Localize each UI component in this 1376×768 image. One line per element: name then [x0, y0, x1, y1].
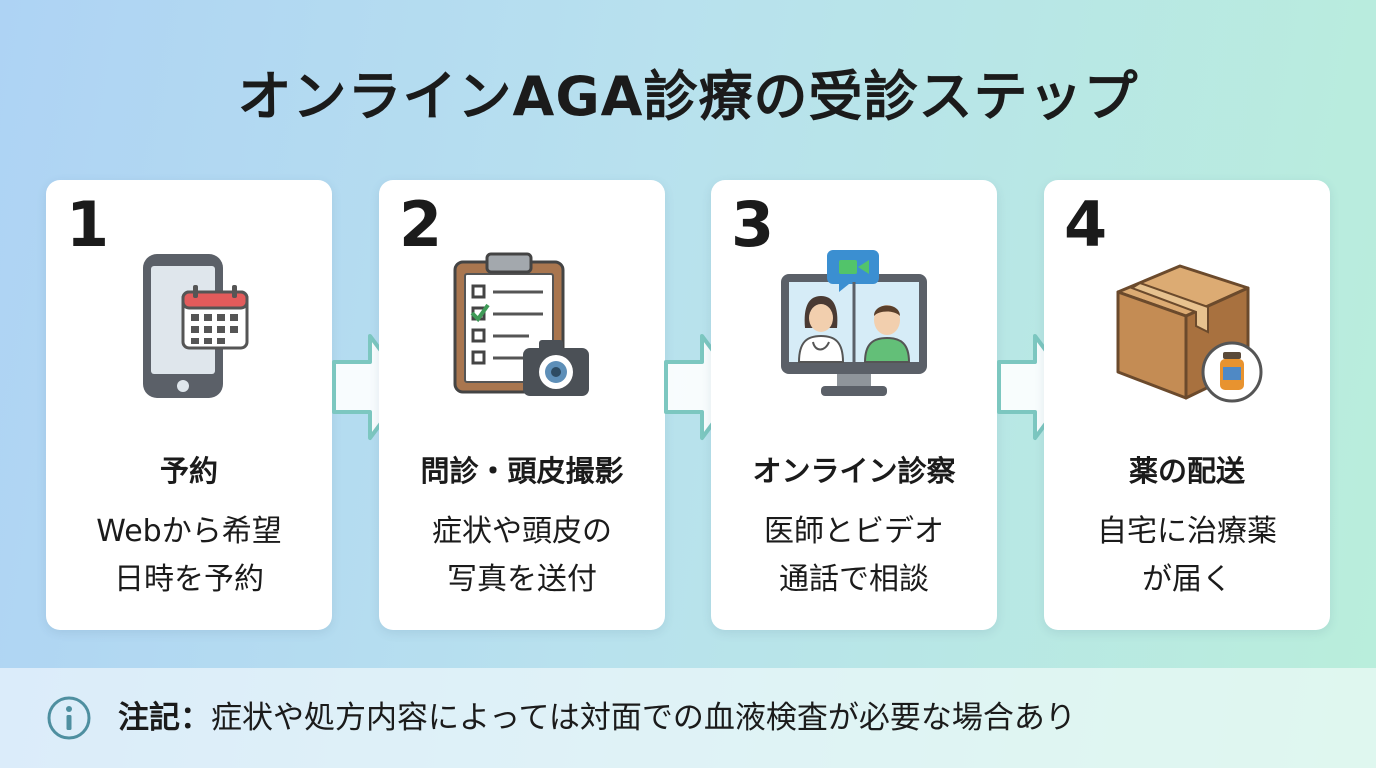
step-description: Webから希望 日時を予約	[58, 508, 320, 604]
smartphone-calendar-icon	[129, 248, 249, 404]
step-description-line: が届く	[1142, 562, 1232, 597]
step-number: 2	[399, 188, 443, 261]
note-label: 注記：	[118, 700, 211, 736]
info-icon	[47, 696, 91, 740]
step-description-line: 自宅に治療薬	[1097, 514, 1277, 549]
step-label: 薬の配送	[1128, 454, 1245, 488]
step-card-2: 2 問診・頭皮撮影 症状	[379, 180, 665, 630]
step-description-line: 日時を予約	[114, 562, 264, 597]
step-description: 医師とビデオ 通話で相談	[723, 508, 985, 604]
step-label: オンライン診察	[752, 454, 956, 488]
step-label: 予約	[159, 454, 218, 488]
step-number: 4	[1064, 188, 1108, 261]
step-card-1: 1 予約 Webから希望 日時を予約	[46, 180, 332, 630]
step-card-4: 4 薬の配送 自宅に治療薬 が届く	[1044, 180, 1330, 630]
step-label: 問診・頭皮撮影	[420, 454, 624, 488]
clipboard-camera-icon	[451, 248, 593, 404]
step-description-line: 医師とビデオ	[764, 514, 944, 549]
step-description-line: Webから希望	[96, 514, 282, 549]
page-title: オンラインAGA診療の受診ステップ	[237, 65, 1139, 128]
step-description-line: 通話で相談	[779, 562, 929, 597]
step-number: 3	[731, 188, 775, 261]
note-bar: 注記：症状や処方内容によっては対面での血液検査が必要な場合あり	[0, 668, 1376, 768]
step-card-3: 3 オンライン診察 医師とビデオ 通話で相談	[711, 180, 997, 630]
step-description: 症状や頭皮の 写真を送付	[391, 508, 653, 604]
step-description: 自宅に治療薬 が届く	[1056, 508, 1318, 604]
note-body: 症状や処方内容によっては対面での血液検査が必要な場合あり	[211, 700, 1076, 736]
video-call-monitor-icon	[777, 248, 931, 404]
note-text: 注記：症状や処方内容によっては対面での血液検査が必要な場合あり	[118, 697, 1076, 739]
step-description-line: 症状や頭皮の	[432, 514, 612, 549]
package-medicine-icon	[1110, 248, 1270, 404]
step-number: 1	[66, 188, 110, 261]
step-description-line: 写真を送付	[447, 562, 597, 597]
